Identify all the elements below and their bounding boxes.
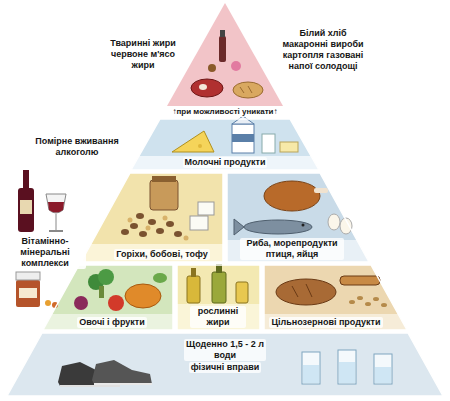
nuts-section: Горіхи, бобові, тофу bbox=[81, 173, 223, 262]
section-label: рослинні жири bbox=[190, 306, 246, 328]
vegetables-section: Овочі і фрукти bbox=[43, 265, 173, 330]
dairy-band: Молочні продукти bbox=[131, 119, 319, 170]
avoid-list: Тваринні жири червоне м'ясо жири bbox=[102, 38, 184, 71]
base-band: Щоденно 1,5 - 2 л водифізичні вправи bbox=[7, 333, 443, 396]
section-label: фізичні вправи bbox=[189, 362, 262, 373]
section-label: Риба, морепродукти птиця, яйця bbox=[240, 238, 344, 260]
side-note: Вітамінно-мінеральні комплекси bbox=[4, 236, 86, 269]
oils-section: рослинні жири bbox=[177, 265, 260, 330]
section-label: Горіхи, бобові, тофу bbox=[114, 249, 209, 260]
section-label: Щоденно 1,5 - 2 л води bbox=[184, 339, 266, 361]
section-label: Молочні продукти bbox=[183, 157, 268, 168]
avoid-note: ↑при можливості уникати↑ bbox=[170, 107, 279, 117]
section-label: Цільнозернові продукти bbox=[269, 317, 382, 328]
side-note: Помірне вживання алкоголю bbox=[28, 136, 126, 158]
avoid-list: Білий хліб макаронні вироби картопля газ… bbox=[276, 28, 370, 72]
section-label: Овочі і фрукти bbox=[77, 317, 147, 328]
fish-section: Риба, морепродукти птиця, яйця bbox=[227, 173, 369, 262]
grains-section: Цільнозернові продукти bbox=[264, 265, 407, 330]
